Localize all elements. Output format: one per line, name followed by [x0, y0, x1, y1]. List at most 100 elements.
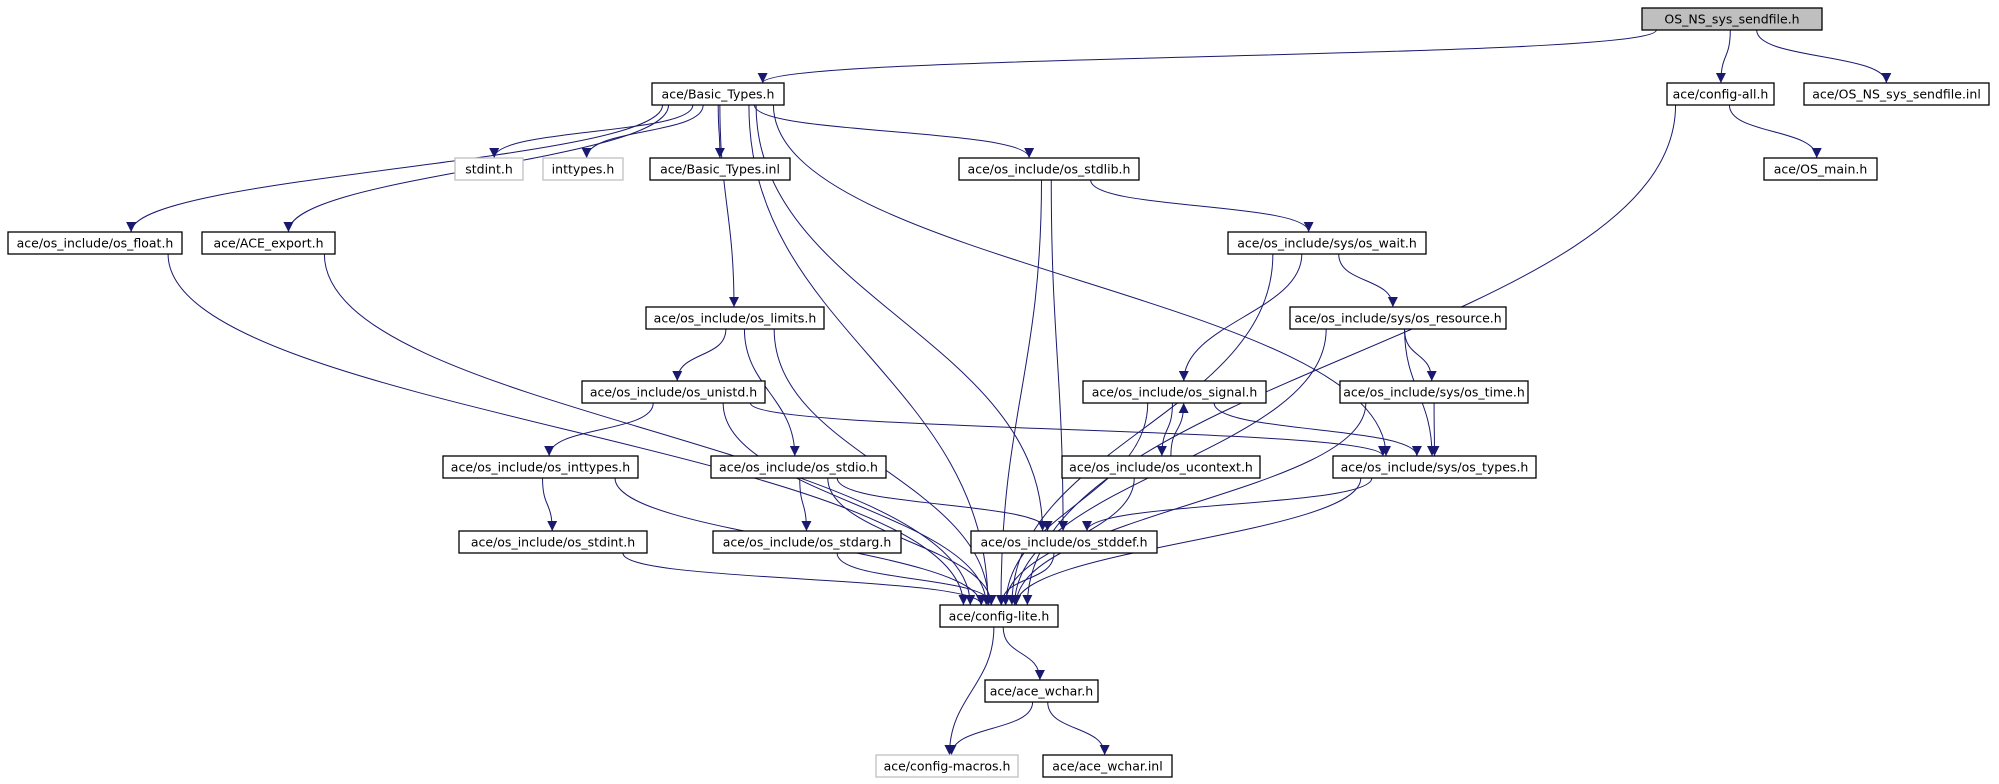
node-label: ace/os_include/sys/os_types.h [1341, 460, 1529, 475]
edge-basic-types-to-basic-types-inl [714, 104, 725, 159]
node-label: ace/config-all.h [1673, 87, 1769, 102]
node-config-lite[interactable]: ace/config-lite.h [939, 604, 1059, 628]
node-label: ace/Basic_Types.inl [660, 162, 780, 177]
edges-layer [126, 29, 1892, 756]
node-label: ace/os_include/sys/os_time.h [1343, 385, 1525, 400]
node-os-types[interactable]: ace/os_include/sys/os_types.h [1332, 455, 1537, 479]
node-box [1082, 380, 1267, 404]
node-os-stddef[interactable]: ace/os_include/os_stddef.h [970, 530, 1158, 554]
edge-os-stdlib-to-os-wait [1090, 179, 1314, 233]
edge-config-all-to-os-main [1728, 104, 1822, 159]
edge-os-float-to-config-lite [167, 253, 969, 606]
edge-os-signal-to-os-ucontext [1156, 402, 1173, 457]
node-ace-export[interactable]: ace/ACE_export.h [201, 231, 336, 255]
edge-os-stdarg-to-config-lite [836, 552, 997, 606]
node-basic-types[interactable]: ace/Basic_Types.h [651, 82, 785, 106]
node-label: stdint.h [465, 162, 513, 177]
edge-basic-types-to-os-stdlib [753, 104, 1035, 159]
edge-basic-types-to-stdint [489, 104, 694, 159]
node-os-main[interactable]: ace/OS_main.h [1763, 157, 1878, 181]
node-box [958, 157, 1140, 181]
node-box [651, 82, 785, 106]
node-label: ace/OS_NS_sys_sendfile.inl [1812, 87, 1981, 102]
node-os-stdint[interactable]: ace/os_include/os_stdint.h [458, 530, 648, 554]
node-box [1332, 455, 1537, 479]
node-label: ace/ace_wchar.h [990, 684, 1093, 699]
node-os-inttypes[interactable]: ace/os_include/os_inttypes.h [442, 455, 639, 479]
node-os-stdlib[interactable]: ace/os_include/os_stdlib.h [958, 157, 1140, 181]
node-label: ace/os_include/sys/os_resource.h [1294, 311, 1501, 326]
node-label: ace/os_include/sys/os_wait.h [1237, 236, 1417, 251]
node-os-time[interactable]: ace/os_include/sys/os_time.h [1339, 380, 1529, 404]
node-label: ace/ACE_export.h [213, 236, 323, 251]
edge-ace-wchar-to-config-macros [946, 701, 1034, 756]
node-box [1803, 82, 1990, 106]
node-config-all[interactable]: ace/config-all.h [1666, 82, 1775, 106]
node-box [970, 530, 1158, 554]
node-stdint[interactable]: stdint.h [454, 157, 524, 181]
node-os-stdarg[interactable]: ace/os_include/os_stdarg.h [712, 530, 902, 554]
node-box [875, 754, 1019, 778]
node-label: ace/os_include/os_stdint.h [471, 535, 635, 550]
node-box [581, 380, 766, 404]
edge-basic-types-to-inttypes [581, 104, 704, 159]
edge-os-resource-to-os-time [1403, 328, 1437, 382]
node-box [1289, 306, 1507, 330]
node-label: ace/os_include/os_inttypes.h [451, 460, 630, 475]
node-box [1061, 455, 1261, 479]
node-box [1339, 380, 1529, 404]
node-box [1641, 7, 1823, 31]
node-os-resource[interactable]: ace/os_include/sys/os_resource.h [1289, 306, 1507, 330]
node-label: ace/os_include/os_stdarg.h [723, 535, 892, 550]
node-box [442, 455, 639, 479]
edge-os-types-to-os-stddef [1082, 477, 1373, 532]
node-os-unistd[interactable]: ace/os_include/os_unistd.h [581, 380, 766, 404]
node-root[interactable]: OS_NS_sys_sendfile.h [1641, 7, 1823, 31]
node-os-signal[interactable]: ace/os_include/os_signal.h [1082, 380, 1267, 404]
node-label: ace/os_include/os_stddef.h [980, 535, 1147, 550]
node-label: inttypes.h [552, 162, 615, 177]
node-box [1227, 231, 1427, 255]
node-os-wait[interactable]: ace/os_include/sys/os_wait.h [1227, 231, 1427, 255]
node-sendfile-inl[interactable]: ace/OS_NS_sys_sendfile.inl [1803, 82, 1990, 106]
edge-os-ucontext-to-os-signal [1170, 402, 1189, 457]
edge-os-wait-to-os-resource [1338, 253, 1398, 308]
node-box [1666, 82, 1775, 106]
node-box [7, 231, 183, 255]
edge-basic-types-to-config-lite [748, 104, 993, 606]
node-label: ace/config-lite.h [949, 609, 1050, 624]
edge-os-wait-to-os-signal [1178, 253, 1303, 382]
node-inttypes[interactable]: inttypes.h [542, 157, 624, 181]
edge-os-stdio-to-os-stdarg [799, 477, 812, 532]
node-box [542, 157, 624, 181]
node-os-stdio[interactable]: ace/os_include/os_stdio.h [710, 455, 887, 479]
node-ace-wchar[interactable]: ace/ace_wchar.h [984, 679, 1099, 703]
node-os-float[interactable]: ace/os_include/os_float.h [7, 231, 183, 255]
node-box [458, 530, 648, 554]
node-label: ace/os_include/os_signal.h [1092, 385, 1258, 400]
node-label: ace/os_include/os_limits.h [654, 311, 817, 326]
node-box [645, 306, 825, 330]
node-config-macros[interactable]: ace/config-macros.h [875, 754, 1019, 778]
node-label: ace/os_include/os_stdlib.h [968, 162, 1131, 177]
edge-os-types-to-config-lite [1011, 477, 1362, 606]
node-box [201, 231, 336, 255]
node-basic-types-inl[interactable]: ace/Basic_Types.inl [649, 157, 791, 181]
edge-config-lite-to-config-macros [944, 626, 995, 756]
edge-os-unistd-to-os-types [749, 402, 1388, 457]
node-box [712, 530, 902, 554]
node-os-limits[interactable]: ace/os_include/os_limits.h [645, 306, 825, 330]
node-label: ace/config-macros.h [884, 759, 1011, 774]
edge-os-unistd-to-config-lite [722, 402, 992, 606]
edge-os-stdio-to-config-lite [827, 477, 997, 606]
node-box [649, 157, 791, 181]
edge-root-to-basic-types [757, 29, 1657, 84]
edge-config-all-to-config-lite [1022, 104, 1677, 606]
node-os-ucontext[interactable]: ace/os_include/os_ucontext.h [1061, 455, 1261, 479]
node-box [454, 157, 524, 181]
node-box [939, 604, 1059, 628]
node-ace-wchar-inl[interactable]: ace/ace_wchar.inl [1042, 754, 1173, 778]
edge-os-stdint-to-config-lite [622, 552, 987, 606]
